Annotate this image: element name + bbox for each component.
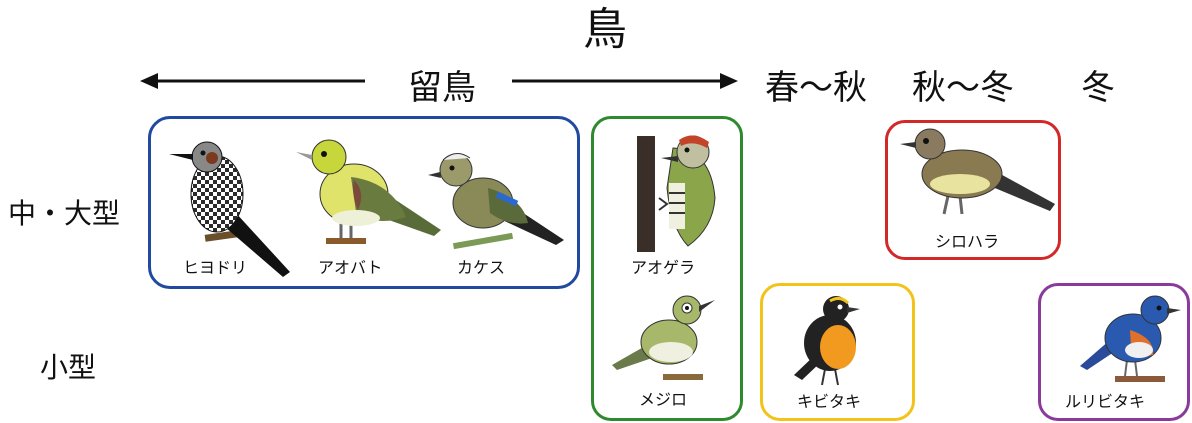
kibitaki-illustration	[794, 296, 860, 386]
shirohara-label: シロハラ	[935, 232, 1000, 251]
size-small: 小型	[40, 351, 97, 384]
shirohara-illustration	[900, 128, 1055, 215]
aogera-mejiro-box	[591, 116, 743, 421]
ruribitaki-label: ルリビタキ	[1065, 392, 1146, 411]
season-winter: 冬	[1081, 68, 1115, 108]
hiyodori-illustration	[169, 141, 290, 277]
shirohara-box	[885, 120, 1061, 260]
kakesu-illustration	[428, 153, 564, 250]
diagram-title: 鳥	[583, 4, 627, 55]
ruribitaki-illustration	[1080, 295, 1181, 382]
aobato-label: アオバト	[318, 258, 383, 277]
kakesu-label: カケス	[457, 258, 506, 277]
resident-box	[148, 116, 580, 289]
size-medium-large: 中・大型	[8, 197, 121, 230]
aogera-illustration	[637, 135, 716, 252]
mejiro-illustration	[612, 295, 715, 380]
mejiro-label: メジロ	[639, 390, 688, 409]
kibitaki-box	[760, 283, 915, 421]
season-spring-autumn: 春～秋	[765, 68, 867, 108]
aobato-illustration	[296, 139, 441, 244]
ruribitaki-box	[1038, 283, 1190, 421]
aogera-label: アオゲラ	[631, 258, 696, 277]
resident-arrow	[140, 73, 738, 89]
season-resident: 留鳥	[408, 68, 476, 108]
kibitaki-label: キビタキ	[797, 392, 862, 411]
hiyodori-label: ヒヨドリ	[183, 258, 248, 277]
season-autumn-winter: 秋～冬	[912, 68, 1014, 108]
